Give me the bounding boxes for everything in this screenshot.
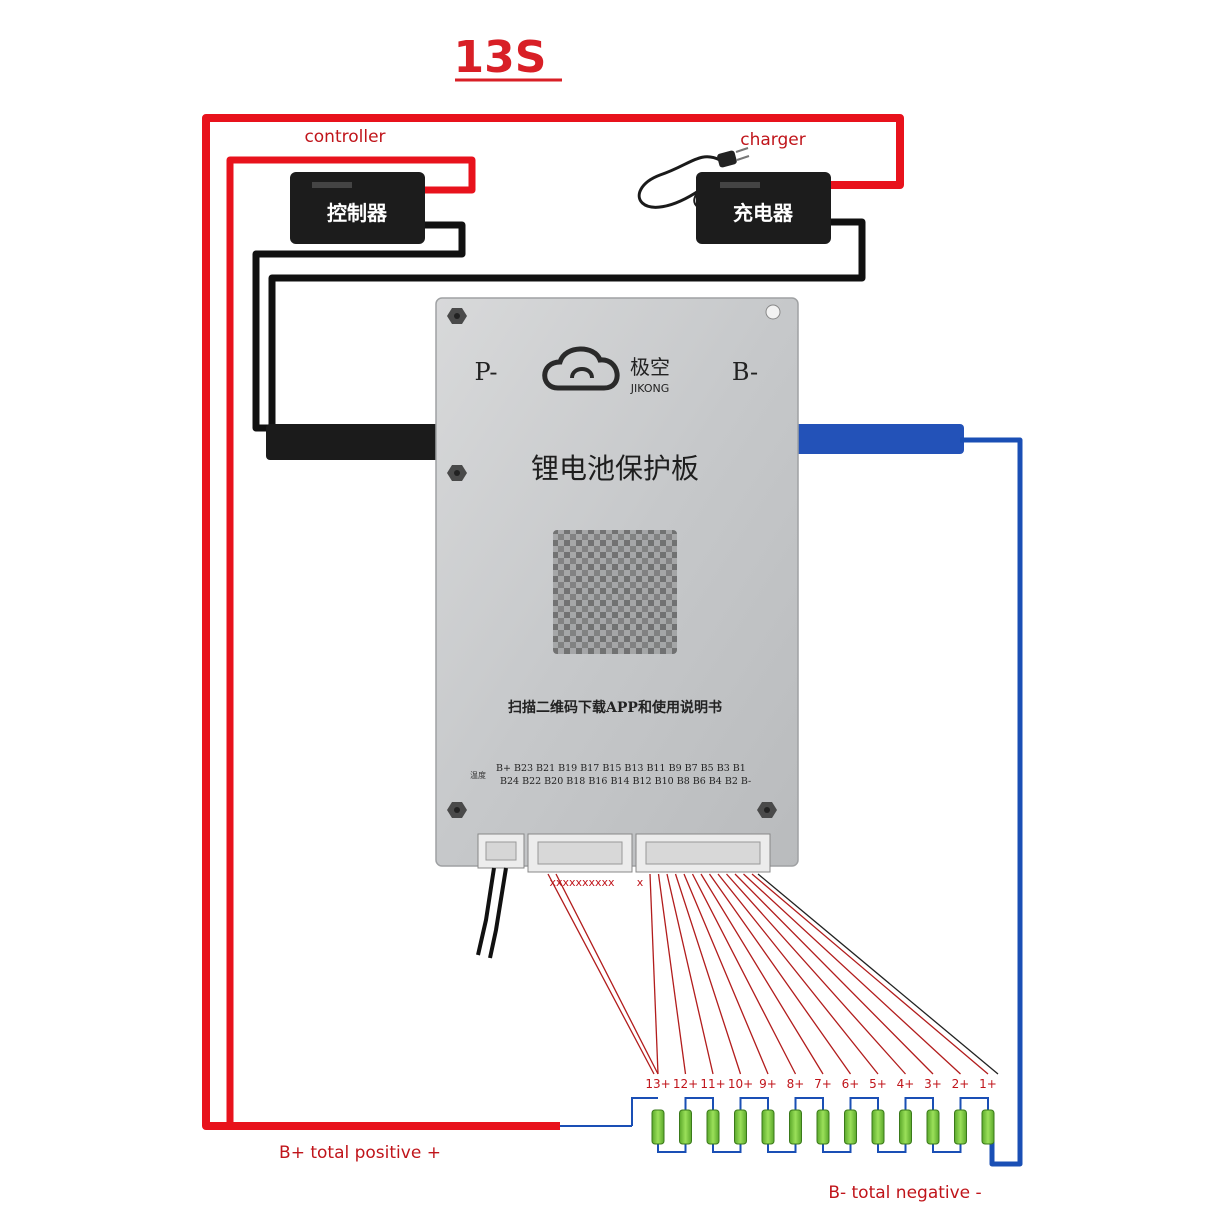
battery-pack: 13+12+11+10+ 9+ 8+ 7+ 6+ 5+ 4+ 3+ 2+ 1+ <box>631 1077 997 1153</box>
cell-terminal-label: 2+ <box>952 1077 970 1091</box>
battery-cell <box>899 1109 912 1145</box>
charger-box: 充电器 <box>696 172 831 244</box>
screw-icon <box>765 304 781 320</box>
balance-connector-left <box>527 833 633 873</box>
charger-label: charger <box>740 130 805 150</box>
sense-wire <box>547 873 655 1075</box>
b-minus-cable <box>792 424 964 454</box>
b-plus-total-label: B+ total positive + <box>279 1143 441 1163</box>
temp-sensor-wire <box>476 867 496 956</box>
battery-cell <box>651 1109 665 1145</box>
battery-cell <box>761 1109 775 1145</box>
sense-wire <box>649 873 659 1075</box>
sense-wire <box>555 873 659 1075</box>
b-minus-label: B- <box>732 358 758 386</box>
battery-cell <box>981 1109 995 1145</box>
sense-wire <box>734 873 934 1075</box>
pin-labels-top: B+ B23 B21 B19 B17 B15 B13 B11 B9 B7 B5 … <box>496 763 746 774</box>
sense-wire <box>757 873 999 1075</box>
cell-terminal-label: 6+ <box>842 1077 860 1091</box>
unused-pin-mark: x <box>637 876 644 889</box>
controller-negative-wire <box>252 221 466 432</box>
cell-terminal-label: 8+ <box>787 1077 805 1091</box>
battery-cell <box>954 1109 967 1145</box>
temp-sensor-wire <box>488 867 508 959</box>
cell-terminal-label: 5+ <box>869 1077 887 1091</box>
p-minus-label: P- <box>475 358 498 386</box>
unused-pins-mark: xxxxxxxxxx <box>549 876 615 889</box>
bms-board: P- B- 极空 JIKONG 锂电池保护板 扫描二维码下载APP和使用说明书 … <box>435 297 799 873</box>
sense-wire <box>743 873 961 1075</box>
controller-label: controller <box>304 127 385 147</box>
battery-cell <box>871 1109 885 1145</box>
sense-wire <box>700 873 824 1075</box>
battery-cell <box>926 1109 940 1145</box>
qr-code <box>553 530 677 654</box>
brand-en: JIKONG <box>630 382 670 395</box>
board-heading: 锂电池保护板 <box>531 452 699 485</box>
controller-box: 控制器 <box>290 172 425 244</box>
cell-link-wire <box>631 1097 989 1153</box>
screw-icon <box>757 802 777 818</box>
pin-labels-bottom: B24 B22 B20 B18 B16 B14 B12 B10 B8 B6 B4… <box>500 776 751 787</box>
balance-connector-right <box>635 833 771 873</box>
screw-icon <box>447 802 467 818</box>
sense-wire <box>717 873 879 1075</box>
cell-terminal-label: 1+ <box>979 1077 997 1091</box>
controller-box-label: 控制器 <box>327 201 388 225</box>
cell-terminal-label: 13+ <box>645 1077 670 1091</box>
sense-wire <box>674 873 742 1075</box>
cell-terminal-label: 3+ <box>924 1077 942 1091</box>
cell-terminal-label: 4+ <box>897 1077 915 1091</box>
controller-positive-wire <box>226 156 476 1122</box>
title: 13S <box>454 32 547 83</box>
sense-wire <box>683 873 769 1075</box>
cell-terminal-label: 7+ <box>814 1077 832 1091</box>
screw-icon <box>447 308 467 324</box>
b-plus-main-wire <box>202 114 904 1130</box>
cell-terminal-label: 10+ <box>728 1077 753 1091</box>
screw-icon <box>447 465 467 481</box>
sense-wire <box>708 873 852 1075</box>
brand-cn: 极空 <box>630 355 670 379</box>
charger-negative-wire <box>268 218 866 428</box>
p-minus-cable <box>266 424 440 460</box>
battery-cell <box>816 1109 830 1145</box>
battery-cell <box>734 1109 747 1145</box>
b-minus-wire <box>960 437 1023 1167</box>
cell-terminal-label: 11+ <box>700 1077 725 1091</box>
cell-terminal-label: 9+ <box>759 1077 777 1091</box>
battery-cell <box>789 1109 802 1145</box>
battery-cell <box>679 1109 692 1145</box>
b-minus-total-label: B- total negative - <box>828 1183 981 1203</box>
cloud-logo-icon <box>542 346 620 391</box>
cell-terminal-label: 12+ <box>673 1077 698 1091</box>
temp-label: 温度 <box>470 770 486 780</box>
scan-instruction: 扫描二维码下载APP和使用说明书 <box>508 699 722 716</box>
sense-wire <box>666 873 714 1075</box>
battery-cell <box>844 1109 857 1145</box>
charger-box-label: 充电器 <box>733 201 794 225</box>
sense-wire <box>657 873 687 1075</box>
balance-sense-wires <box>547 873 999 1075</box>
sense-wire <box>726 873 906 1075</box>
sense-wire <box>751 873 989 1075</box>
battery-cell <box>706 1109 720 1145</box>
sense-wire <box>691 873 797 1075</box>
temp-connector <box>477 833 525 869</box>
